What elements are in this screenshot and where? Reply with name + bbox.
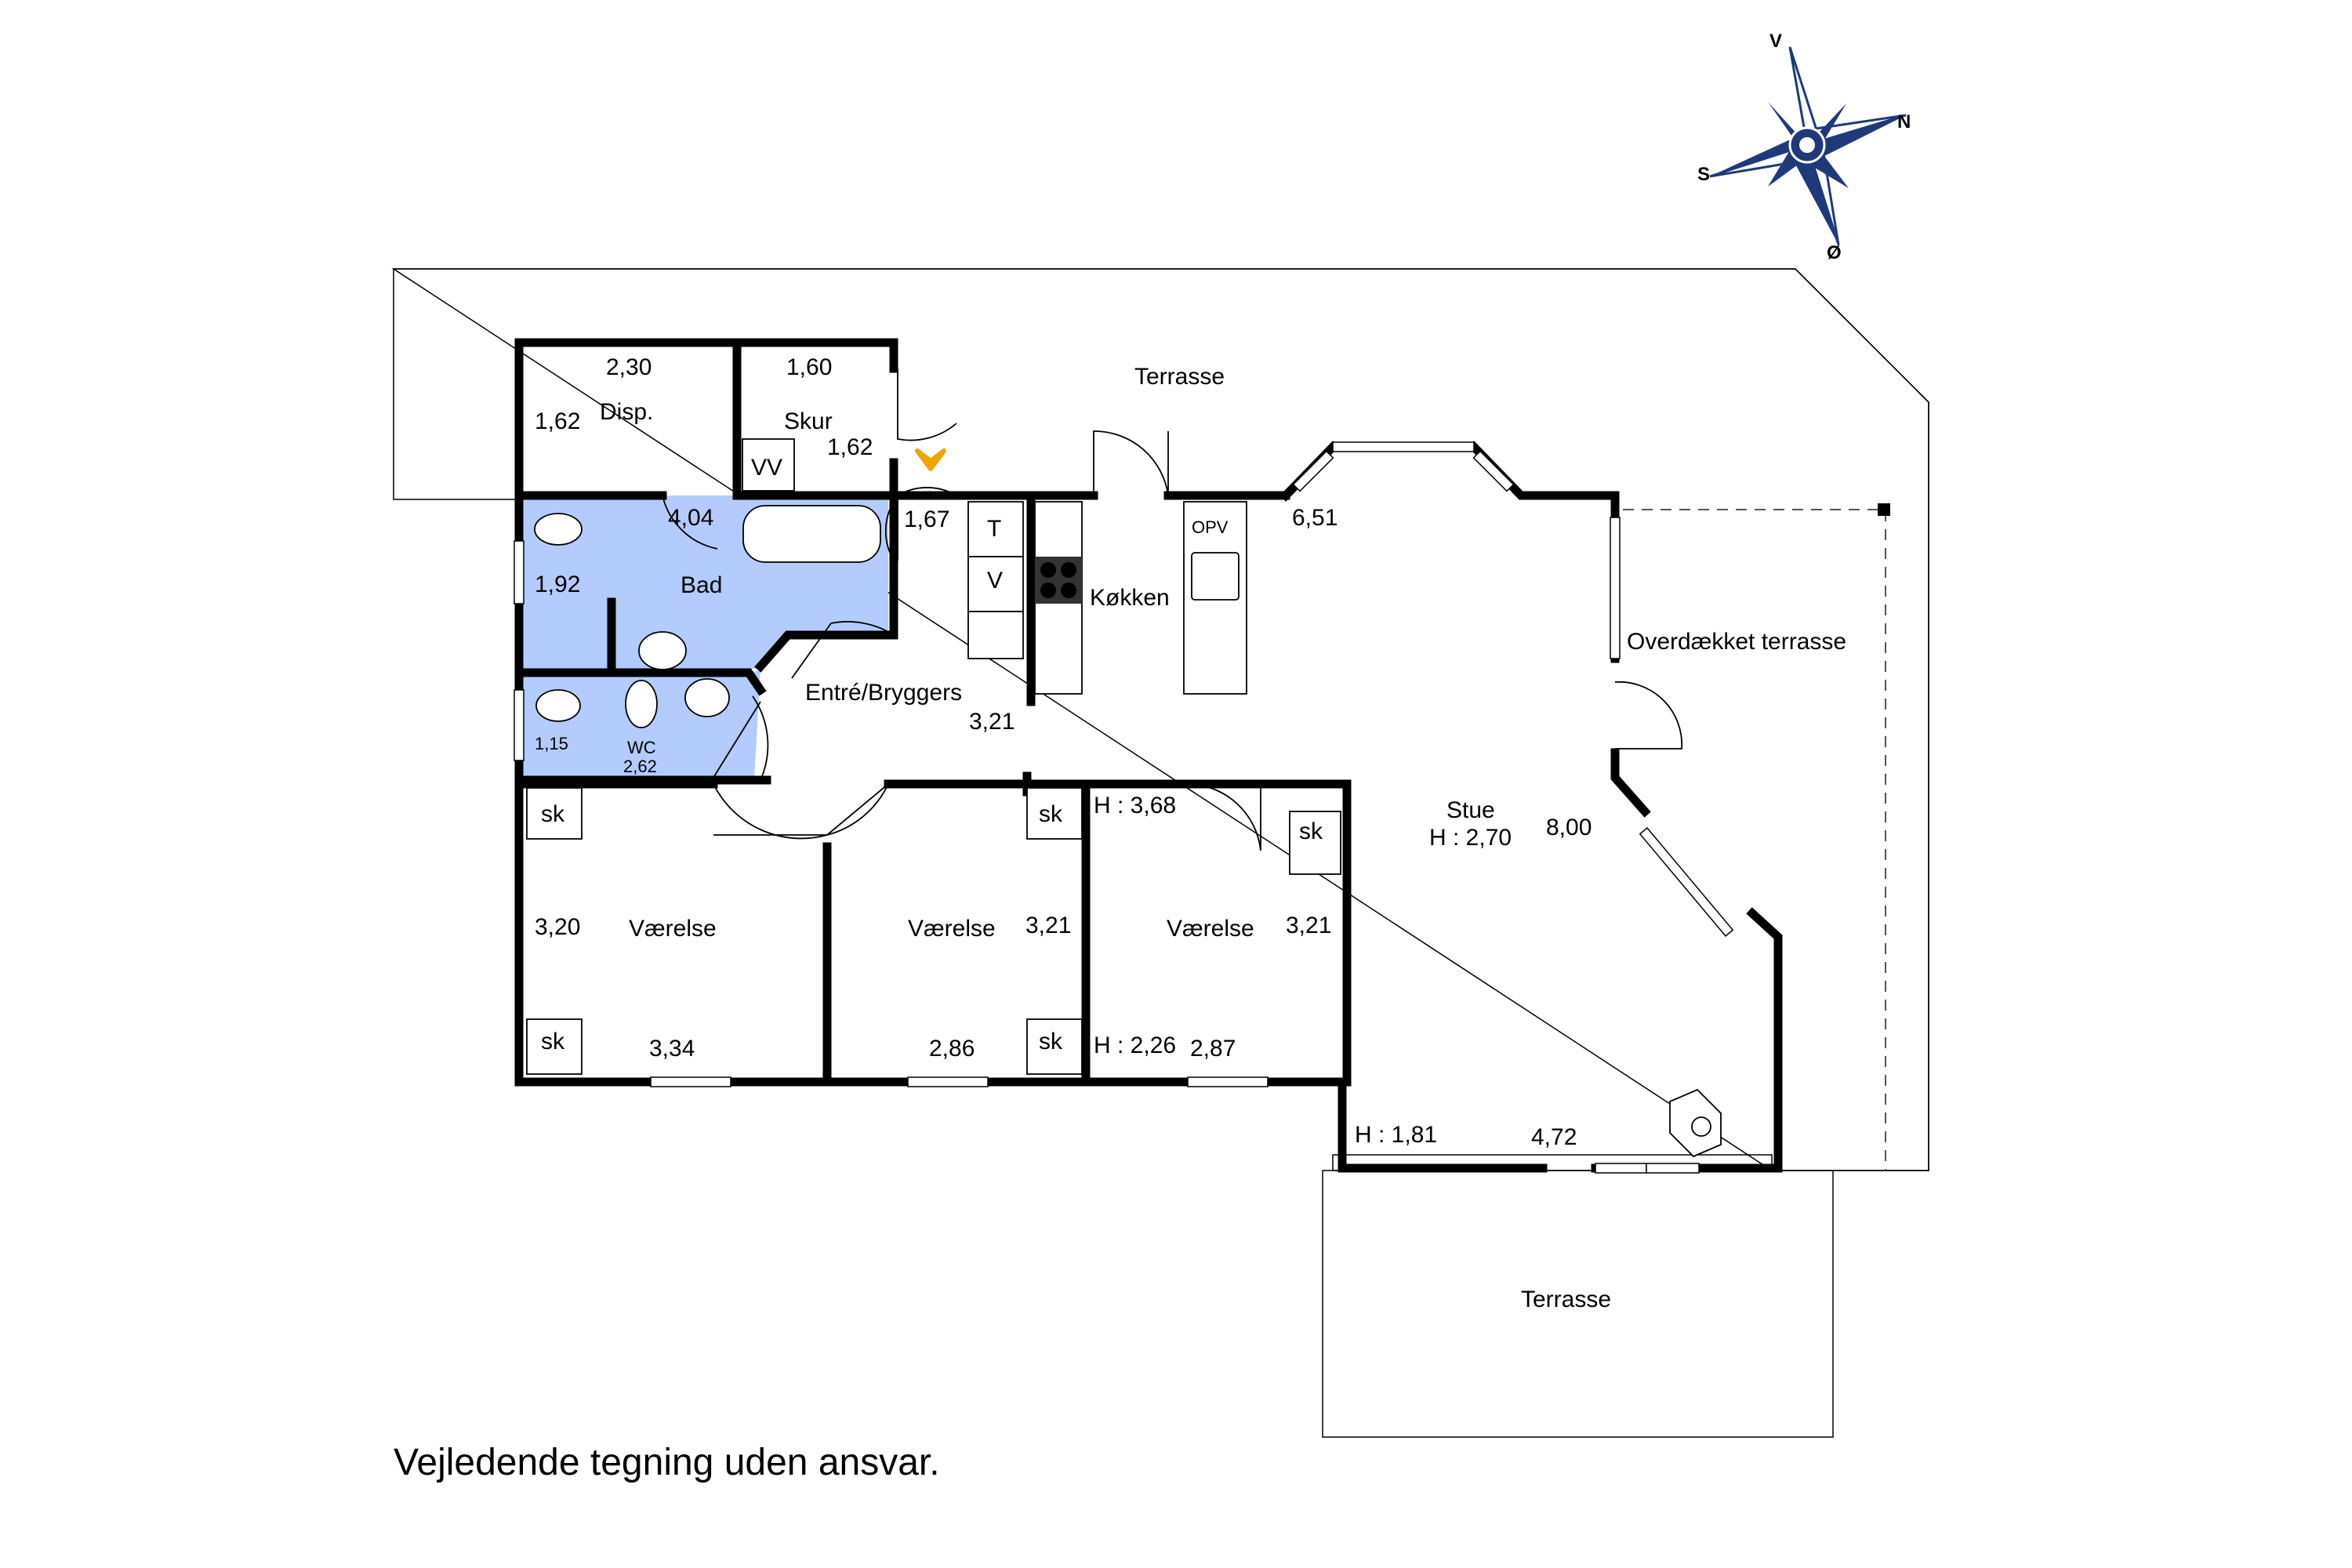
room-label-bad: Bad: [681, 572, 722, 598]
dim-bad-height: 1,92: [535, 572, 580, 597]
room-label-covered-terrace: Overdækket terrasse: [1627, 629, 1846, 655]
label-sk-4: sk: [1039, 1029, 1063, 1054]
fixtures: [526, 438, 1722, 1158]
room-label-wc: WC: [627, 738, 656, 757]
room-label-entre: Entré/Bryggers: [805, 680, 962, 706]
label-sk-2: sk: [541, 1029, 565, 1054]
dim-bad-width: 4,04: [668, 505, 713, 531]
room-label-skur: Skur: [784, 408, 833, 434]
compass-east: Ø: [1827, 242, 1842, 263]
dim-stue-ceiling: H : 2,70: [1429, 825, 1512, 851]
disclaimer-text: Vejledende tegning uden ansvar.: [394, 1442, 940, 1483]
dim-v1-height: 3,20: [535, 914, 580, 940]
dim-wc-height: 1,15: [535, 734, 568, 753]
dim-v2-width: 2,86: [929, 1036, 975, 1062]
entrance-marker-icon: [915, 448, 946, 471]
compass-south: S: [1697, 164, 1710, 185]
dim-v3-ceiling-high: H : 3,68: [1094, 793, 1176, 818]
dim-skur-height: 1,62: [827, 434, 873, 460]
dim-stue-width: 4,72: [1531, 1124, 1577, 1150]
post: [1878, 503, 1890, 516]
room-label-terrasse-bottom: Terrasse: [1521, 1287, 1611, 1312]
room-label-stue: Stue: [1446, 797, 1495, 823]
dim-disp-height: 1,62: [535, 408, 580, 434]
dim-kokken-width: 6,51: [1292, 505, 1338, 531]
label-vv: VV: [751, 455, 782, 481]
dim-stue-ceiling-low: H : 1,81: [1355, 1122, 1437, 1148]
compass-north: N: [1897, 111, 1911, 132]
room-label-vaerelse-3: Værelse: [1167, 916, 1254, 942]
dim-v1-width: 3,34: [649, 1036, 695, 1062]
room-label-vaerelse-1: Værelse: [629, 916, 717, 942]
stove: [1035, 557, 1082, 604]
bottom-terrace: [1322, 1170, 1834, 1438]
dim-skur-width: 1,60: [786, 354, 832, 380]
label-sk-1: sk: [541, 801, 565, 827]
label-v: V: [987, 568, 1003, 593]
dim-entre-length: 3,21: [969, 709, 1014, 735]
windows: [514, 441, 1734, 1174]
dim-disp-width: 2,30: [606, 354, 652, 380]
dim-v3-height: 3,21: [1286, 913, 1331, 938]
doors: [662, 368, 1683, 851]
dim-wc-width: 2,62: [623, 757, 657, 776]
dim-v2-height: 3,21: [1025, 913, 1071, 938]
label-sk-5: sk: [1299, 818, 1323, 844]
room-label-kokken: Køkken: [1090, 585, 1170, 611]
compass-west: V: [1769, 31, 1782, 52]
room-label-disp: Disp.: [600, 399, 653, 425]
dim-v3-ceiling-low: H : 2,26: [1094, 1033, 1176, 1058]
dim-entre-width: 1,67: [904, 506, 949, 532]
dim-v3-width: 2,87: [1190, 1036, 1236, 1062]
label-sk-3: sk: [1039, 801, 1063, 827]
covered-terrace-outline: [1623, 509, 1886, 1171]
dim-stue-length: 8,00: [1546, 815, 1592, 840]
label-t: T: [987, 516, 1001, 542]
label-opv: OPV: [1192, 517, 1229, 537]
room-label-vaerelse-2: Værelse: [908, 916, 996, 942]
terrace-boundary: [393, 268, 1929, 1171]
room-label-terrasse-top: Terrasse: [1134, 364, 1225, 390]
compass-rose-icon: [1709, 46, 1907, 245]
